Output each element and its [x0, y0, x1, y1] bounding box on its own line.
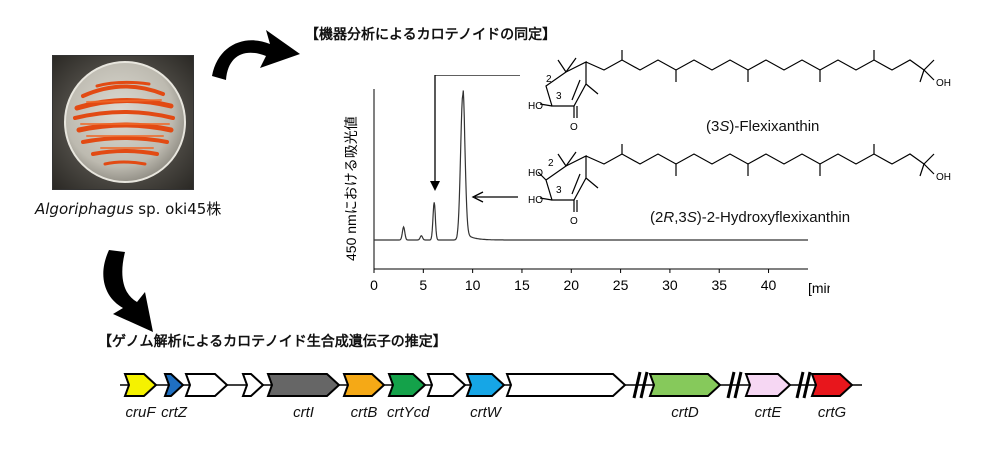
ketone-b-label: O	[570, 216, 578, 227]
gene-label-crtD: crtD	[671, 404, 699, 421]
gene-arrow-crtB	[342, 373, 386, 397]
break-mark-1b	[639, 371, 649, 399]
compound-2-s-config: S	[686, 209, 697, 226]
peak-pointer-line-1	[434, 75, 520, 189]
culture-plate-photo	[52, 55, 194, 190]
gene-arrow-unlabeled	[505, 373, 627, 397]
compound-1-name: (3S)-Flexixanthin	[706, 118, 819, 135]
locant-3-label: 3	[556, 91, 562, 102]
gene-arrow-unlabeled	[184, 373, 229, 397]
x-tick-label: 0	[370, 277, 378, 293]
gene-arrow-crtW	[465, 373, 506, 397]
curved-arrow-down-icon	[103, 250, 153, 332]
x-tick-label: 25	[613, 277, 629, 293]
terminal-hydroxyl-b-label: OH	[936, 172, 951, 183]
hydroxyl-2-label: HO	[528, 168, 543, 179]
x-axis-unit: [min]	[808, 280, 830, 296]
curved-arrow-right-icon	[212, 30, 300, 80]
gene-label-crtG: crtG	[817, 404, 847, 421]
break-mark-2b	[733, 371, 743, 399]
x-tick-label: 20	[563, 277, 579, 293]
gene-arrow-crtZ	[163, 373, 185, 397]
compound-2-mid: ,3	[674, 209, 687, 226]
x-tick-label: 10	[465, 277, 481, 293]
compound-1-s-config: S	[719, 118, 730, 135]
gene-arrow-unlabeled	[241, 373, 265, 397]
break-mark-3b	[802, 371, 812, 399]
gene-label-crtW: crtW	[470, 404, 501, 421]
genome-section-title: 【ゲノム解析によるカロテノイド生合成遺伝子の推定】	[98, 334, 447, 350]
locant-2b-label: 2	[548, 158, 554, 169]
strain-genus: Algoriphagus	[35, 200, 134, 218]
strain-name: sp. oki45株	[133, 200, 222, 218]
gene-label-crtZ: crtZ	[161, 404, 187, 421]
analysis-section-title: 【機器分析によるカロテノイドの同定】	[305, 27, 557, 43]
x-tick-label: 15	[514, 277, 530, 293]
compound-2-suffix: )-2-Hydroxyflexixanthin	[696, 209, 851, 226]
terminal-hydroxyl-label: OH	[936, 78, 951, 89]
locant-3b-label: 3	[556, 185, 562, 196]
locant-2-label: 2	[546, 74, 552, 85]
compound-2-name: (2R,3S)-2-Hydroxyflexixanthin	[650, 209, 850, 226]
compound-2-prefix: (2	[650, 209, 664, 226]
structure-hydroxyflexixanthin: 2 3 HO HO O OH	[528, 144, 951, 227]
break-mark-1a	[632, 371, 642, 399]
ketone-label: O	[570, 122, 578, 133]
structure-flexixanthin: 2 3 HO O OH	[528, 50, 951, 133]
gene-arrow-crtE	[744, 373, 792, 397]
gene-arrow-crtD	[648, 373, 722, 397]
x-tick-label: 35	[711, 277, 727, 293]
chromatogram-trace	[374, 90, 808, 241]
peak-pointer-arrowhead-2-icon	[471, 191, 484, 203]
gene-arrow-crtYcd	[387, 373, 427, 397]
compound-1-prefix: (3	[706, 118, 720, 135]
compound-2-r-config: R	[663, 209, 675, 226]
compound-1-suffix: )-Flexixanthin	[729, 118, 820, 135]
break-mark-3a	[795, 371, 805, 399]
gene-cluster	[120, 371, 862, 399]
x-tick-label: 5	[419, 277, 427, 293]
gene-arrow-crtI	[266, 373, 341, 397]
gene-arrow-crtG	[810, 373, 854, 397]
x-tick-label: 30	[662, 277, 678, 293]
peak-pointer-arrowhead-1-icon	[430, 181, 440, 191]
gene-label-crtYcd: crtYcd	[387, 404, 430, 421]
hydroxyl-3-label: HO	[528, 195, 543, 206]
hydroxyl-label: HO	[528, 101, 543, 112]
gene-label-crtB: crtB	[350, 404, 378, 421]
gene-label-crtE: crtE	[754, 404, 782, 421]
gene-label-cruF: cruF	[125, 404, 156, 421]
gene-arrow-unlabeled	[426, 373, 467, 397]
break-mark-2a	[726, 371, 736, 399]
strain-caption: Algoriphagus sp. oki45株	[35, 198, 221, 219]
gene-label-crtI: crtI	[293, 404, 314, 421]
gene-arrow-cruF	[123, 373, 158, 397]
chromatogram: 0 5 10 15 20 25 30 35 40 [min] 450 nmにおける吸光値	[343, 75, 830, 296]
x-tick-label: 40	[761, 277, 777, 293]
y-axis-label: 450 nmにおける吸光値	[343, 116, 359, 261]
